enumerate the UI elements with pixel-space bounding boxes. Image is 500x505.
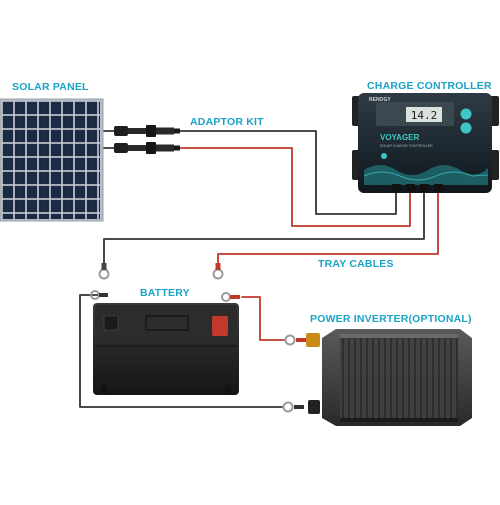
controller-model: VOYAGER — [380, 133, 419, 142]
charge-controller-label: CHARGE CONTROLLER — [367, 80, 492, 92]
power-inverter — [282, 329, 472, 426]
adaptor-kit-label: ADAPTOR KIT — [190, 116, 264, 128]
adaptor-positive-wire — [179, 147, 411, 227]
lcd-display — [406, 107, 442, 122]
lcd-value: 14.2 — [411, 109, 438, 122]
ring-terminal-negative — [98, 263, 110, 280]
adaptor-kit — [114, 125, 180, 154]
inverter-positive-terminal — [306, 333, 320, 347]
ring-terminal-positive — [212, 263, 224, 280]
solar-panel-label: SOLAR PANEL — [12, 81, 89, 93]
controller-button-top[interactable] — [460, 108, 472, 120]
inverter-negative-wire — [79, 294, 283, 408]
controller-button-bottom[interactable] — [460, 122, 472, 134]
inverter-negative-terminal — [308, 400, 320, 414]
adaptor-connector-positive — [114, 142, 180, 154]
controller-brand: RENOGY — [369, 97, 391, 103]
charge-controller: 14.2 RENOGY VOYAGER SOLAR CHARGE CONTROL… — [352, 93, 499, 193]
controller-subtitle: SOLAR CHARGE CONTROLLER — [380, 144, 433, 148]
battery-label: BATTERY — [140, 287, 190, 299]
tray-cable-positive — [217, 189, 439, 269]
inverter-positive-ring — [284, 334, 296, 346]
battery — [90, 290, 240, 395]
inverter-negative-ring — [282, 401, 294, 413]
battery-negative-post — [103, 315, 119, 331]
adaptor-negative-wire — [179, 130, 397, 215]
power-inverter-label: POWER INVERTER(OPTIONAL) — [310, 313, 472, 325]
wires — [79, 130, 439, 408]
solar-panel — [0, 98, 104, 222]
adaptor-connector-negative — [114, 125, 180, 137]
inverter-positive-wire — [241, 296, 285, 341]
tray-cables-label: TRAY CABLES — [318, 258, 394, 270]
tray-cable-negative — [103, 189, 425, 269]
controller-wave-graphic — [364, 165, 488, 185]
ring-terminals — [98, 263, 224, 280]
shield-icon — [381, 153, 387, 159]
battery-positive-ring — [221, 292, 231, 302]
battery-positive-post — [212, 316, 228, 336]
